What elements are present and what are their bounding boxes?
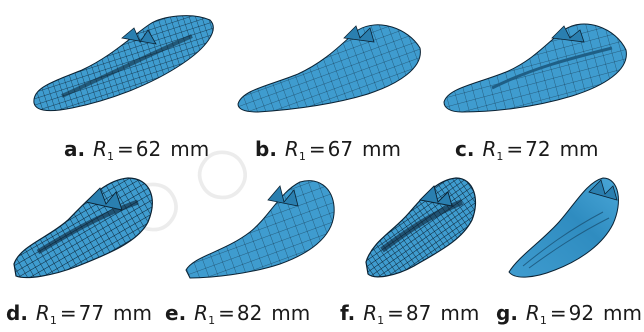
- caption-e: e. R1=82 mm: [165, 302, 310, 332]
- caption-unit: mm: [170, 137, 210, 161]
- mesh-shape-g: [508, 177, 619, 278]
- caption-subscript: 1: [539, 314, 547, 327]
- caption-letter: g.: [496, 301, 518, 325]
- caption-letter: f.: [340, 301, 356, 325]
- caption-subscript: 1: [496, 150, 504, 163]
- caption-value: 92: [568, 301, 595, 325]
- caption-a: a. R1=62 mm: [64, 138, 209, 168]
- caption-b: b. R1=67 mm: [255, 138, 401, 168]
- mesh-panel-g: [505, 172, 625, 282]
- caption-variable: R: [35, 301, 50, 325]
- caption-value: 82: [236, 301, 263, 325]
- caption-unit: mm: [440, 301, 480, 325]
- caption-letter: a.: [64, 137, 86, 161]
- caption-equals: =: [506, 137, 524, 161]
- caption-f: f. R1=87 mm: [340, 302, 479, 332]
- caption-value: 62: [135, 137, 162, 161]
- caption-d: d. R1=77 mm: [6, 302, 152, 332]
- caption-unit: mm: [113, 301, 153, 325]
- caption-unit: mm: [362, 137, 402, 161]
- caption-value: 67: [327, 137, 354, 161]
- caption-equals: =: [59, 301, 77, 325]
- caption-variable: R: [284, 137, 299, 161]
- caption-variable: R: [194, 301, 209, 325]
- mesh-shape-a: [33, 15, 214, 112]
- mesh-panel-e: [180, 172, 340, 282]
- caption-equals: =: [308, 137, 326, 161]
- mesh-panel-b: [228, 8, 428, 118]
- caption-subscript: 1: [107, 150, 114, 163]
- caption-c: c. R1=72 mm: [455, 138, 599, 168]
- mesh-panel-c: [432, 8, 632, 118]
- caption-variable: R: [363, 301, 378, 325]
- mesh-panel-f: [362, 172, 482, 282]
- caption-variable: R: [93, 137, 107, 161]
- caption-equals: =: [387, 301, 404, 325]
- caption-variable: R: [525, 301, 540, 325]
- mesh-shape-c: [443, 23, 627, 113]
- caption-equals: =: [218, 301, 235, 325]
- caption-unit: mm: [559, 137, 599, 161]
- caption-variable: R: [482, 137, 497, 161]
- caption-subscript: 1: [377, 314, 385, 327]
- caption-value: 72: [525, 137, 551, 161]
- caption-letter: b.: [255, 137, 277, 161]
- caption-letter: d.: [6, 301, 28, 325]
- mesh-shape-e: [185, 180, 335, 279]
- caption-g: g. R1=92 mm: [496, 302, 642, 332]
- caption-subscript: 1: [49, 314, 57, 327]
- mesh-shape-f: [365, 177, 477, 278]
- caption-subscript: 1: [298, 150, 306, 163]
- mesh-shape-d: [13, 177, 153, 279]
- mesh-shape-b: [237, 24, 421, 113]
- caption-unit: mm: [271, 301, 311, 325]
- caption-value: 87: [405, 301, 432, 325]
- caption-letter: e.: [165, 301, 187, 325]
- caption-letter: c.: [455, 137, 475, 161]
- mesh-panel-a: [22, 8, 222, 118]
- caption-unit: mm: [603, 301, 643, 325]
- caption-equals: =: [549, 301, 567, 325]
- mesh-panel-d: [8, 172, 158, 282]
- caption-subscript: 1: [208, 314, 216, 327]
- caption-equals: =: [117, 137, 134, 161]
- caption-value: 77: [78, 301, 105, 325]
